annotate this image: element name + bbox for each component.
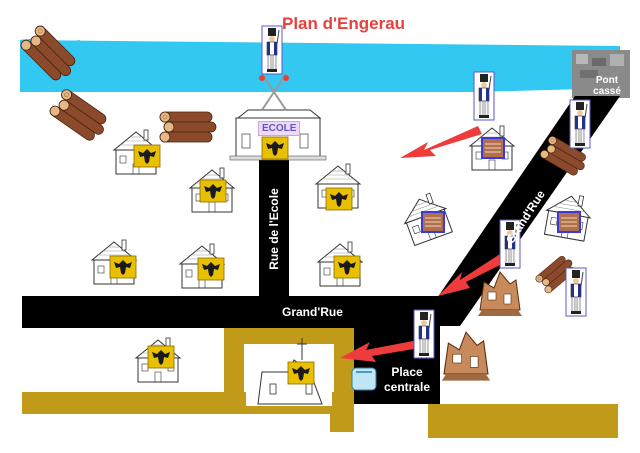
red-arrow-icon [340,340,420,362]
imperial-eagle-icon [109,255,137,279]
imperial-eagle-icon [199,179,227,203]
place-centrale-label: Place centrale [383,365,431,394]
red-arrow-icon [400,126,482,158]
red-arrow-icon [438,254,506,296]
ecole-label: ECOLE [258,121,301,136]
napoleonic-soldier-icon [569,99,591,149]
imperial-eagle-icon [133,144,161,168]
rue-de-l-ecole-road [259,160,289,300]
napoleonic-soldier-icon [413,309,435,359]
enemy-badge-icon [421,211,445,233]
well-icon [351,367,377,391]
napoleonic-soldier-icon [473,71,495,121]
imperial-eagle-icon [325,187,353,211]
soldier-at-bridge [259,73,289,111]
log-pile-icon [47,87,112,145]
grand-rue-horizontal-label: Grand'Rue [282,305,343,319]
napoleonic-soldier-icon [261,25,283,75]
log-pile-icon [159,111,217,143]
rue-de-l-ecole-label: Rue de l'Ecole [267,188,281,270]
imperial-eagle-icon [197,257,225,281]
enemy-badge-icon [557,211,581,233]
enemy-badge-icon [481,137,505,159]
imperial-eagle-icon [287,361,315,385]
napoleonic-soldier-icon [565,267,587,317]
imperial-eagle-icon [333,255,361,279]
ruined-house-icon [441,331,491,382]
ochre-wall-right [428,404,618,438]
map-title: Plan d'Engerau [282,14,406,33]
ochre-courtyard-frame [224,328,354,392]
river [20,40,620,92]
imperial-eagle-icon [147,345,175,369]
broken-bridge-icon [572,50,630,98]
pont-casse-label: Pont cassé [593,75,621,97]
